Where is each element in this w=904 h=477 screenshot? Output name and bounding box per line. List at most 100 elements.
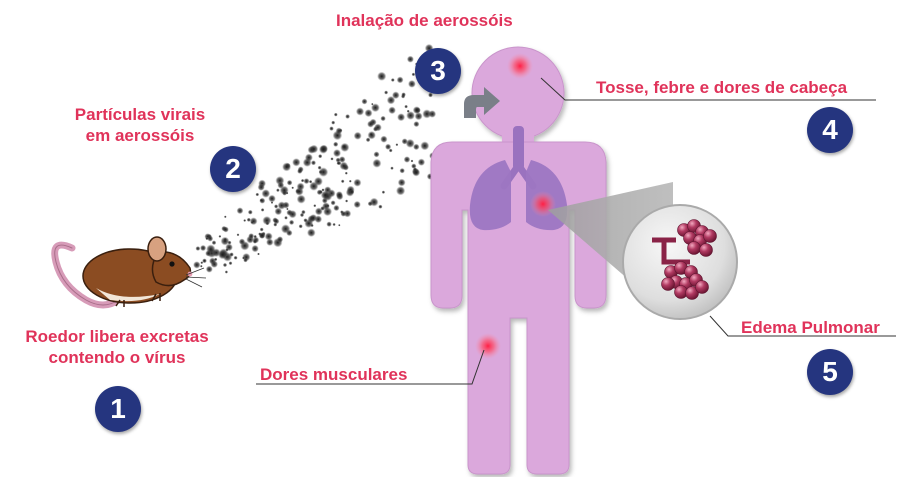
aerosol-particle [413,121,419,127]
aerosol-particle [397,77,404,84]
aerosol-particle [291,187,294,190]
aerosol-particle [300,213,304,217]
aerosol-particle [353,179,361,187]
aerosol-particle [242,253,250,261]
aerosol-particle [356,107,364,115]
aerosol-particle [259,232,265,238]
aerosol-particle [260,199,263,202]
aerosol-particle [333,142,338,147]
aerosol-particle [365,109,373,117]
alveolus [700,244,713,257]
aerosol-particle [200,265,203,268]
aerosol-particle [310,145,319,154]
aerosol-particle [350,190,355,195]
particles-label-line1: Partículas virais [45,104,235,125]
aerosol-particle [326,222,331,227]
aerosol-particle [299,224,303,228]
aerosol-particle [415,112,423,120]
alveolus [696,281,709,294]
particles-label-line2: em aerossóis [45,125,235,146]
aerosol-particle [229,261,233,265]
aerosol-particle [250,217,258,225]
human-silhouette-icon [431,47,606,474]
step-badge-4: 4 [807,107,853,153]
aerosol-particle [205,250,211,256]
aerosol-particle [261,208,265,212]
aerosol-particle [374,124,382,132]
head-hotspot [507,53,533,79]
aerosol-particle [260,228,264,232]
aerosol-particle [367,121,374,128]
step-badge-3: 3 [415,48,461,94]
aerosol-particle [301,179,304,182]
aerosol-particle [388,107,396,115]
aerosol-particle [384,91,388,95]
aerosol-particle [292,158,300,166]
rodent-label-line2: contendo o vírus [0,347,234,368]
aerosol-particle [258,184,265,191]
aerosol-particle [255,193,259,197]
aerosol-particle [411,160,414,163]
aerosol-particle [223,227,229,233]
step-badge-5: 5 [807,349,853,395]
aerosol-particle [313,204,316,207]
aerosol-particle [420,141,429,150]
aerosol-particle [287,180,293,186]
leg-hotspot [475,333,501,359]
aerosol-particle [331,121,335,125]
aerosol-particle [338,224,340,226]
aerosol-particle [225,248,228,251]
aerosol-particle [378,205,382,209]
torso-legs [431,142,606,474]
aerosol-particle [382,191,385,194]
inhalation-label: Inalação de aerossóis [336,10,513,31]
aerosol-particle [342,144,347,149]
aerosol-particle [304,178,310,184]
aerosol-particle [202,258,207,263]
aerosol-particle [297,169,302,174]
aerosol-particle [289,210,297,218]
aerosol-particle [354,132,362,140]
aerosol-particle [321,191,330,200]
aerosol-particle [225,270,228,273]
aerosol-particle [276,188,280,192]
aerosol-particle [297,183,305,191]
aerosol-particle [289,220,294,225]
aerosol-particle [401,92,406,97]
aerosol-particle [374,151,380,157]
aerosol-particle [206,266,213,273]
aerosol-particle [237,207,244,214]
aerosol-particle [411,163,416,168]
aerosol-particle [333,205,339,211]
aerosol-particle [303,218,307,222]
muscle-pain-label: Dores musculares [260,364,407,385]
aerosol-particle [305,154,313,162]
aerosol-particle [219,235,222,238]
aerosol-particle [257,253,260,256]
aerosol-particle [391,78,395,82]
alveolus [704,230,717,243]
aerosol-particle [380,136,387,143]
aerosol-particle [370,133,373,136]
aerosol-particle [262,216,271,225]
aerosol-particle [273,218,279,224]
aerosol-particle [397,113,405,121]
aerosol-particle [333,223,336,226]
aerosol-particle [329,126,334,131]
aerosol-particle [318,154,322,158]
aerosol-particle [341,180,345,184]
aerosol-particle [278,201,286,209]
aerosol-particle [404,156,411,163]
aerosol-particle [336,158,341,163]
aerosol-particle [412,169,420,177]
aerosol-particle [418,159,425,166]
aerosol-particle [277,236,283,242]
aerosol-particle [370,198,379,207]
aerosol-particle [336,191,343,198]
aerosol-particle [404,105,408,109]
aerosol-particle [248,210,253,215]
aerosol-particle [196,246,201,251]
aerosol-particle [390,167,393,170]
aerosol-particle [396,143,399,146]
aerosol-particle [336,127,343,134]
